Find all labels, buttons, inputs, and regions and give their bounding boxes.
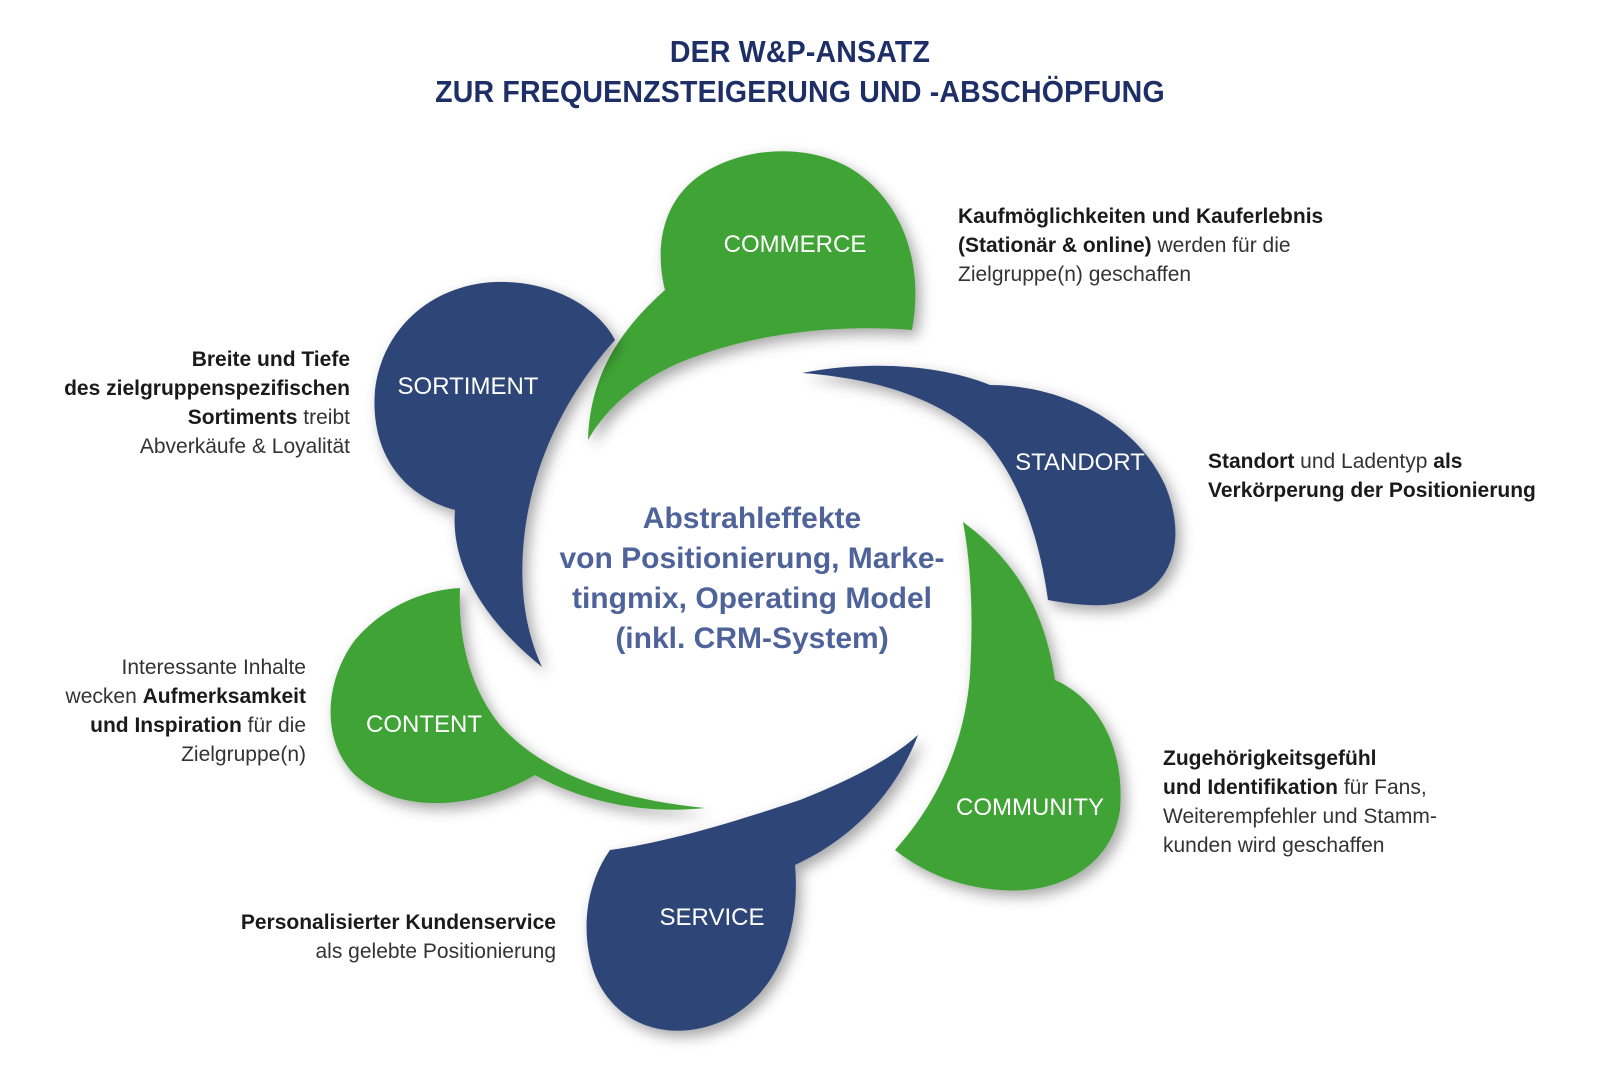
title-line-1: DER W&P-ANSATZ (669, 34, 931, 69)
community-desc-line2-bold: und Identifikation (1163, 776, 1338, 799)
community-label: COMMUNITY (956, 794, 1104, 821)
sortiment-bubble: SORTIMENT (374, 281, 615, 667)
service-bubble-shape (586, 735, 918, 1031)
service-desc-line1: Personalisierter Kundenservice (240, 911, 556, 934)
sortiment-desc-line3-bold: Sortiments (187, 406, 298, 429)
standort-desc-bold2: als (1433, 450, 1463, 473)
service-label: SERVICE (660, 904, 765, 931)
community-bubble: COMMUNITY (895, 522, 1121, 891)
content-desc-line4: Zielgruppe(n) (181, 743, 306, 766)
community-description: Zugehörigkeitsgefühl und Identifikation … (1163, 744, 1493, 860)
sortiment-desc-line3-rest: treibt (297, 406, 350, 429)
standort-desc-bold1: Standort (1208, 450, 1295, 473)
content-desc-line3-bold: und Inspiration (90, 714, 242, 737)
service-desc-line2: als gelebte Positionierung (315, 940, 557, 963)
community-desc-line1: Zugehörigkeitsgefühl (1163, 747, 1377, 770)
center-line-2: von Positionierung, Marke- (559, 542, 944, 575)
commerce-desc-line3: Zielgruppe(n) geschaffen (958, 263, 1192, 286)
commerce-label: COMMERCE (724, 231, 867, 258)
commerce-bubble: COMMERCE (588, 151, 916, 440)
content-desc-line3-rest: für die (241, 714, 306, 737)
content-label: CONTENT (366, 711, 482, 738)
sortiment-desc-line4: Abverkäufe & Loyalität (139, 435, 350, 458)
commerce-desc-line1: Kaufmöglichkeiten und Kauferlebnis (958, 205, 1324, 228)
standort-bubble: STANDORT (802, 365, 1176, 606)
center-line-1: Abstrahleffekte (643, 502, 861, 535)
standort-bubble-shape (802, 365, 1176, 606)
commerce-description: Kaufmöglichkeiten und Kauferlebnis (Stat… (958, 202, 1418, 289)
standort-label: STANDORT (1015, 449, 1145, 476)
content-bubble-shape (330, 588, 705, 810)
community-desc-line2-rest: für Fans, (1337, 776, 1427, 799)
content-desc-line1: Interessante Inhalte (121, 656, 306, 679)
content-desc-line2-pre: wecken (65, 685, 143, 708)
community-desc-line3: Weiterempfehler und Stamm- (1163, 805, 1437, 828)
community-desc-line4: kunden wird geschaffen (1163, 834, 1385, 857)
service-bubble: SERVICE (586, 735, 918, 1031)
center-line-4: (inkl. CRM-System) (615, 622, 888, 655)
commerce-desc-line2-bold: (Stationär & online) (958, 234, 1152, 257)
standort-description: Standort und Ladentyp als Verkörperung d… (1208, 447, 1588, 505)
community-bubble-shape (895, 522, 1121, 891)
center-text: Abstrahleffekte von Positionierung, Mark… (559, 502, 944, 655)
content-desc-line2-bold: Aufmerksamkeit (142, 685, 306, 708)
sortiment-bubble-shape (374, 281, 615, 667)
standort-desc-mid: und Ladentyp (1294, 450, 1434, 473)
content-description: Interessante Inhalte wecken Aufmerksamke… (20, 653, 306, 769)
sortiment-label: SORTIMENT (398, 373, 539, 400)
center-line-3: tingmix, Operating Model (572, 582, 932, 615)
sortiment-desc-line2: des zielgruppenspezifischen (64, 377, 350, 400)
title-line-2: ZUR FREQUENZSTEIGERUNG UND -ABSCHÖPFUNG (435, 74, 1165, 109)
commerce-bubble-shape (588, 151, 916, 440)
service-description: Personalisierter Kundenservice als geleb… (160, 908, 556, 966)
sortiment-description: Breite und Tiefe des zielgruppenspezifis… (20, 345, 350, 461)
content-bubble: CONTENT (330, 588, 705, 810)
standort-desc-line2: Verkörperung der Positionierung (1208, 479, 1536, 502)
sortiment-desc-line1: Breite und Tiefe (191, 348, 350, 371)
commerce-desc-line2-rest: werden für die (1151, 234, 1291, 257)
